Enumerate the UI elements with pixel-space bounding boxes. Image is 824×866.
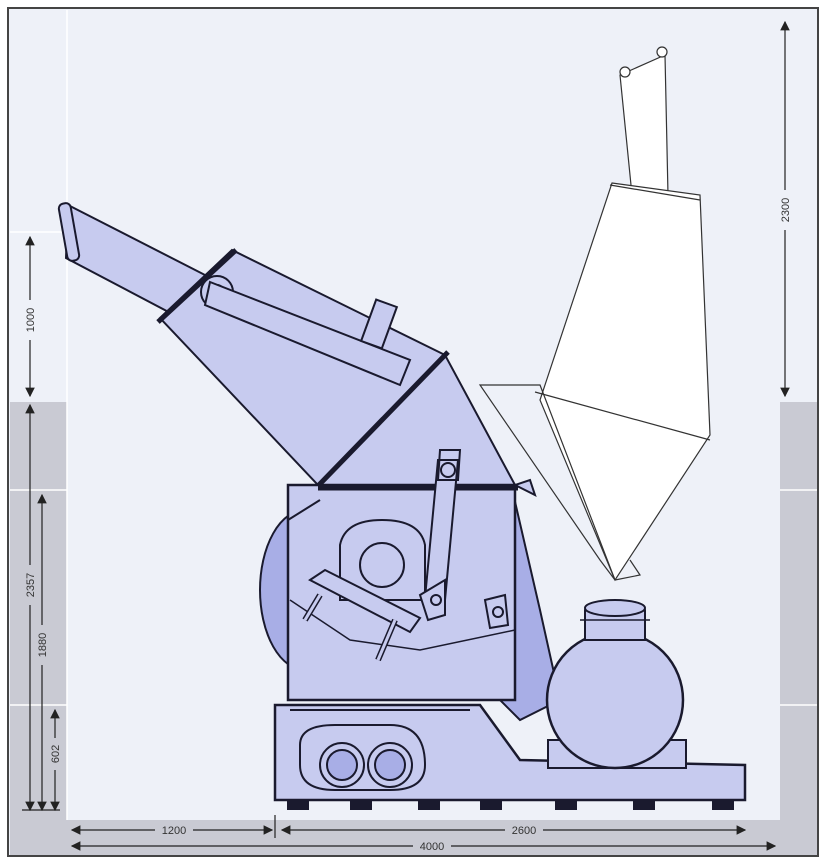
chute-end <box>57 202 81 262</box>
dim-raised-height: 2300 <box>780 198 792 222</box>
dim-inlet-height: 1880 <box>37 633 49 657</box>
floor-band-right <box>780 402 817 854</box>
dim-hopper-height: 1000 <box>25 308 37 332</box>
dim-total-height: 2357 <box>25 573 37 597</box>
dim-front-length: 1200 <box>162 825 186 837</box>
rotor <box>359 542 405 588</box>
hopper-post <box>359 298 399 350</box>
raised-hopper-outline <box>478 46 711 582</box>
dim-base-height: 602 <box>50 745 62 763</box>
dim-total-length: 4000 <box>420 841 444 853</box>
motor <box>545 630 685 770</box>
base-feet <box>287 800 734 810</box>
rotor-base <box>308 568 422 634</box>
dim-rear-length: 2600 <box>512 825 536 837</box>
hopper-arm <box>203 280 412 387</box>
